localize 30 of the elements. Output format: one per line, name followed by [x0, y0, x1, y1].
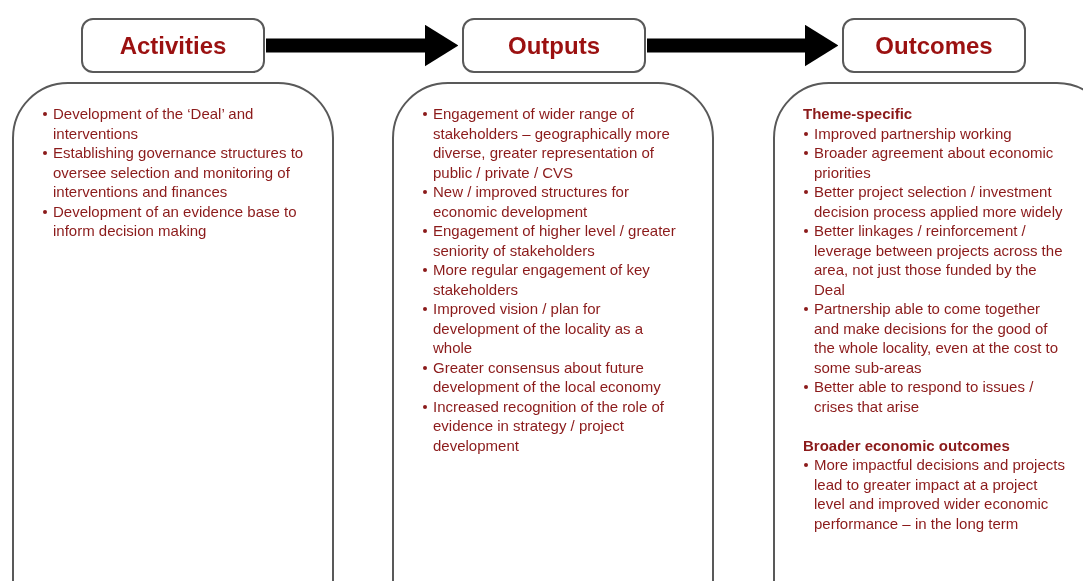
- bullet-text: More regular engagement of key stakeholders: [433, 260, 651, 299]
- bullet-text: Increased recognition of the role of evidence in strategy / project development: [433, 396, 665, 455]
- content-panel: [773, 82, 1083, 581]
- bullet-text: Better able to respond to issues / crises that arise: [814, 377, 1035, 416]
- bullet-text: Development of the ‘Deal’ and interventions: [53, 104, 255, 143]
- bullet-text: Engagement of higher level / greater seniority of stakeholders: [433, 221, 677, 260]
- content-panel: [12, 82, 334, 581]
- section-heading: Theme-specific: [803, 104, 914, 124]
- block-arrow: [647, 24, 839, 67]
- bullet-text: Broader agreement about economic priorities: [814, 143, 1055, 182]
- bullet-text: Partnership able to come together and make decisions for the good of the whole locality, even at the cost to some sub-areas: [814, 299, 1060, 377]
- bullet-text: Engagement of wider range of stakeholders – geographically more diverse, greater representation of public / private / CVS: [433, 104, 671, 182]
- header-box: [462, 18, 646, 73]
- section-heading: Broader economic outcomes: [803, 435, 1011, 455]
- content-panel: [392, 82, 714, 581]
- bullet-text: New / improved structures for economic development: [433, 182, 630, 221]
- block-arrow: [266, 24, 459, 67]
- bullet-text: Improved vision / plan for development of the locality as a whole: [433, 299, 645, 358]
- bullet-text: Better linkages / reinforcement / leverage between projects across the area, not just those funded by the Deal: [814, 221, 1064, 299]
- header-title: Activities: [119, 30, 227, 61]
- header-title: Outcomes: [875, 30, 993, 61]
- header-title: Outputs: [508, 30, 600, 61]
- header-box: [842, 18, 1026, 73]
- header-box: [81, 18, 265, 73]
- bullet-text: More impactful decisions and projects lead to greater impact at a project level and improved wider economic performance – in the long term: [814, 455, 1066, 533]
- bullet-text: Greater consensus about future development of the local economy: [433, 357, 662, 397]
- bullet-text: Better project selection / investment decision process applied more widely: [814, 182, 1064, 221]
- bullet-text: Development of an evidence base to inform decision making: [53, 201, 298, 241]
- bullet-text: Establishing governance structures to oversee selection and monitoring of interventions and finances: [53, 143, 305, 202]
- bullet-text: Improved partnership working: [814, 123, 1012, 143]
